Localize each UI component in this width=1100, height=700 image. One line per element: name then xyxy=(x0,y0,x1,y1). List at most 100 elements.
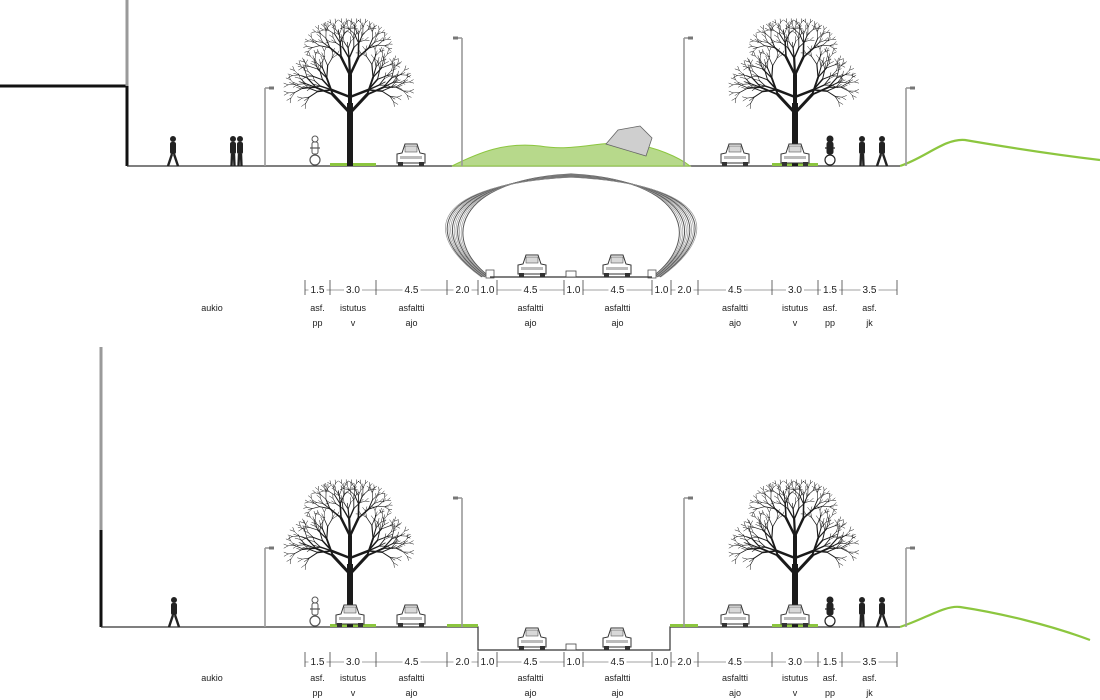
zone-material: asfaltti xyxy=(604,673,630,683)
tree-icon xyxy=(283,479,415,627)
pedestrian-icon xyxy=(167,597,181,628)
zone-material: asfaltti xyxy=(604,303,630,313)
dimension-value: 3.0 xyxy=(346,657,360,668)
zone-material: asf. xyxy=(862,673,877,683)
dimension-value: 4.5 xyxy=(611,285,625,296)
streetlight-icon xyxy=(683,496,693,627)
cyclist-icon xyxy=(824,596,836,627)
car-icon xyxy=(396,604,426,627)
median-curb xyxy=(565,643,577,651)
dimension-row: aukio 1.5 asf. pp 3.0 istutus v 4.5 asfaltti ajo 2… xyxy=(201,280,898,328)
zone-use: ajo xyxy=(611,318,623,328)
car-icon xyxy=(780,604,810,627)
dimension-value: 1.0 xyxy=(481,285,495,296)
zone-use: pp xyxy=(312,688,322,698)
dimension-value: 4.5 xyxy=(524,285,538,296)
green-mound xyxy=(451,142,692,167)
car-icon xyxy=(720,143,750,166)
zone-material: istutus xyxy=(340,673,367,683)
ground-line xyxy=(101,626,900,651)
zone-material: istutus xyxy=(340,303,367,313)
zone-material: asfaltti xyxy=(722,673,748,683)
dimension-value: 4.5 xyxy=(405,285,419,296)
pedestrian-icon xyxy=(859,136,865,167)
zone-material: asfaltti xyxy=(722,303,748,313)
zone-use: ajo xyxy=(405,688,417,698)
zone-use: ajo xyxy=(524,688,536,698)
streetlight-icon xyxy=(453,496,463,627)
cyclist-icon xyxy=(824,135,836,166)
dimension-value: 3.0 xyxy=(788,285,802,296)
pedestrian-icon xyxy=(859,597,865,628)
pedestrian-icon xyxy=(230,136,236,167)
streetlight-icon xyxy=(264,546,274,627)
zone-use: pp xyxy=(312,318,322,328)
section-lower: aukio1.5asf.pp3.0istutusv4.5asfalttiajo2… xyxy=(99,347,1091,698)
zone-material: asfaltti xyxy=(398,303,424,313)
pedestrian-icon xyxy=(166,136,180,167)
dimension-value: 3.5 xyxy=(863,285,877,296)
zone-use: pp xyxy=(825,688,835,698)
zone-material: asfaltti xyxy=(517,303,543,313)
zone-use: jk xyxy=(865,688,873,698)
dimension-value: 1.5 xyxy=(823,285,837,296)
car-icon xyxy=(335,604,365,627)
tree-icon xyxy=(283,18,415,166)
zone-use: jk xyxy=(865,318,873,328)
zone-use: pp xyxy=(825,318,835,328)
streetlight-icon xyxy=(264,86,274,166)
zone-material: asf. xyxy=(310,303,325,313)
streetlight-icon xyxy=(453,36,463,166)
dimension-value: 3.5 xyxy=(863,657,877,668)
dimension-value: 1.0 xyxy=(567,657,581,668)
zone-material: asf. xyxy=(823,673,838,683)
dimension-value: 3.0 xyxy=(788,657,802,668)
dimension-value: 2.0 xyxy=(678,285,692,296)
dimension-value: 1.0 xyxy=(567,285,581,296)
green-slope xyxy=(899,605,1091,642)
car-icon xyxy=(396,143,426,166)
zone-material: asfaltti xyxy=(398,673,424,683)
dimension-value: 2.0 xyxy=(456,657,470,668)
dimension-value: 4.5 xyxy=(611,657,625,668)
streetlight-icon xyxy=(683,36,693,166)
streetlight-icon xyxy=(905,546,915,627)
car-icon xyxy=(780,143,810,166)
tree-icon xyxy=(728,18,860,166)
dimension-value: 2.0 xyxy=(678,657,692,668)
zone-material: asf. xyxy=(310,673,325,683)
dimension-value: 1.5 xyxy=(311,285,325,296)
car-icon xyxy=(517,627,547,650)
tree-icon xyxy=(728,479,860,627)
zone-label: aukio xyxy=(201,303,223,313)
median-curb xyxy=(565,270,577,278)
dimension-value: 4.5 xyxy=(728,285,742,296)
zone-use: ajo xyxy=(729,318,741,328)
zone-use: ajo xyxy=(405,318,417,328)
dimension-value: 4.5 xyxy=(524,657,538,668)
zone-material: istutus xyxy=(782,303,809,313)
dimension-row: aukio1.5asf.pp3.0istutusv4.5asfalttiajo2… xyxy=(201,652,898,698)
dimension-value: 2.0 xyxy=(456,285,470,296)
car-icon xyxy=(602,254,632,277)
dimension-value: 1.5 xyxy=(823,657,837,668)
car-icon xyxy=(517,254,547,277)
dimension-value: 1.0 xyxy=(481,657,495,668)
zone-material: asfaltti xyxy=(517,673,543,683)
dimension-value: 1.0 xyxy=(655,657,669,668)
zone-use: v xyxy=(351,318,356,328)
dimension-value: 3.0 xyxy=(346,285,360,296)
section-upper: aukio 1.5 asf. pp 3.0 istutus v 4.5 asfaltti ajo 2… xyxy=(0,0,1100,328)
zone-use: v xyxy=(793,318,798,328)
green-slope xyxy=(899,138,1100,168)
cyclist-icon xyxy=(309,135,321,166)
pedestrian-icon xyxy=(237,136,243,167)
zone-label: aukio xyxy=(201,673,223,683)
streetlight-icon xyxy=(905,86,915,166)
dimension-value: 4.5 xyxy=(728,657,742,668)
pedestrian-icon xyxy=(875,136,889,167)
zone-material: asf. xyxy=(862,303,877,313)
zone-use: ajo xyxy=(729,688,741,698)
zone-material: asf. xyxy=(823,303,838,313)
